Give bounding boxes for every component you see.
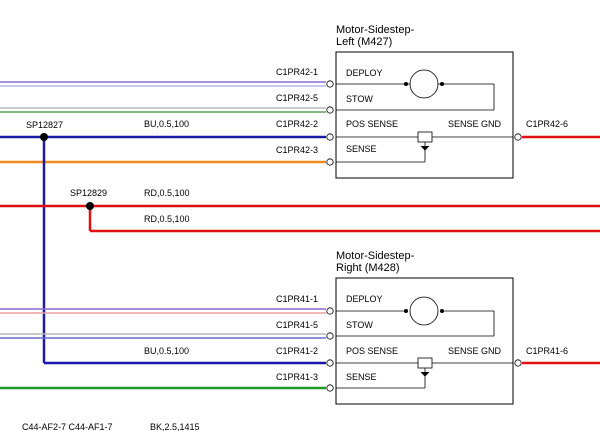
right-pin-pos-sense: POS SENSE — [346, 346, 398, 356]
blue-splice-branch — [40, 133, 326, 365]
motor-sidestep-left[interactable]: Motor-Sidestep- Left (M427) DEPLOY STOW … — [276, 24, 568, 179]
wire-label-bottom-conn: C44-AF2-7 C44-AF1-7 — [22, 422, 113, 431]
right-title-line2: Right (M428) — [336, 262, 400, 274]
right-conn-c1: C1PR41-1 — [276, 294, 318, 304]
left-conn-c6: C1PR42-6 — [526, 119, 568, 129]
right-motor-symbol — [336, 296, 513, 389]
right-pin-sense-gnd: SENSE GND — [448, 346, 502, 356]
left-pin-pos-sense: POS SENSE — [346, 119, 398, 129]
right-connector-glyphs — [326, 307, 522, 392]
left-conn-c5: C1PR42-5 — [276, 93, 318, 103]
splice-sp12829-dot[interactable] — [86, 202, 94, 210]
left-pin-stow: STOW — [346, 94, 373, 104]
wire-label-bu-right: BU,0.5,100 — [144, 346, 189, 356]
wire-label-rd-bottom: RD,0.5,100 — [144, 214, 190, 224]
left-conn-c3: C1PR42-3 — [276, 145, 318, 155]
right-pin-sense: SENSE — [346, 372, 377, 382]
right-component-box — [335, 277, 514, 405]
right-conn-c2: C1PR41-2 — [276, 346, 318, 356]
left-connector-glyphs — [326, 80, 522, 166]
wire-label-bottom-bk: BK,2.5,1415 — [150, 422, 200, 431]
left-conn-c2: C1PR42-2 — [276, 119, 318, 129]
right-motor-wires — [0, 308, 600, 390]
splice-sp12829-label: SP12829 — [70, 188, 107, 198]
left-component-box — [335, 51, 514, 179]
right-pin-deploy: DEPLOY — [346, 294, 383, 304]
splice-sp12827-label: SP12827 — [26, 120, 63, 130]
motor-sidestep-right[interactable]: Motor-Sidestep- Right (M428) DEPLOY STOW… — [276, 250, 568, 405]
wire-label-rd-top: RD,0.5,100 — [144, 188, 190, 198]
left-title-line1: Motor-Sidestep- — [336, 24, 415, 36]
left-motor-wires — [0, 81, 600, 164]
red-splice-branch — [0, 202, 600, 233]
splice-sp12827-dot[interactable] — [40, 133, 48, 141]
left-conn-c1: C1PR42-1 — [276, 67, 318, 77]
right-title-line1: Motor-Sidestep- — [336, 250, 415, 262]
left-pin-sense-gnd: SENSE GND — [448, 119, 502, 129]
wire-label-bu-left: BU,0.5,100 — [144, 119, 189, 129]
left-pin-sense: SENSE — [346, 144, 377, 154]
left-pin-deploy: DEPLOY — [346, 68, 383, 78]
right-conn-c6: C1PR41-6 — [526, 346, 568, 356]
left-motor-symbol — [336, 69, 513, 163]
right-pin-stow: STOW — [346, 320, 373, 330]
right-conn-c5: C1PR41-5 — [276, 320, 318, 330]
right-conn-c3: C1PR41-3 — [276, 372, 318, 382]
left-title-line2: Left (M427) — [336, 36, 392, 48]
